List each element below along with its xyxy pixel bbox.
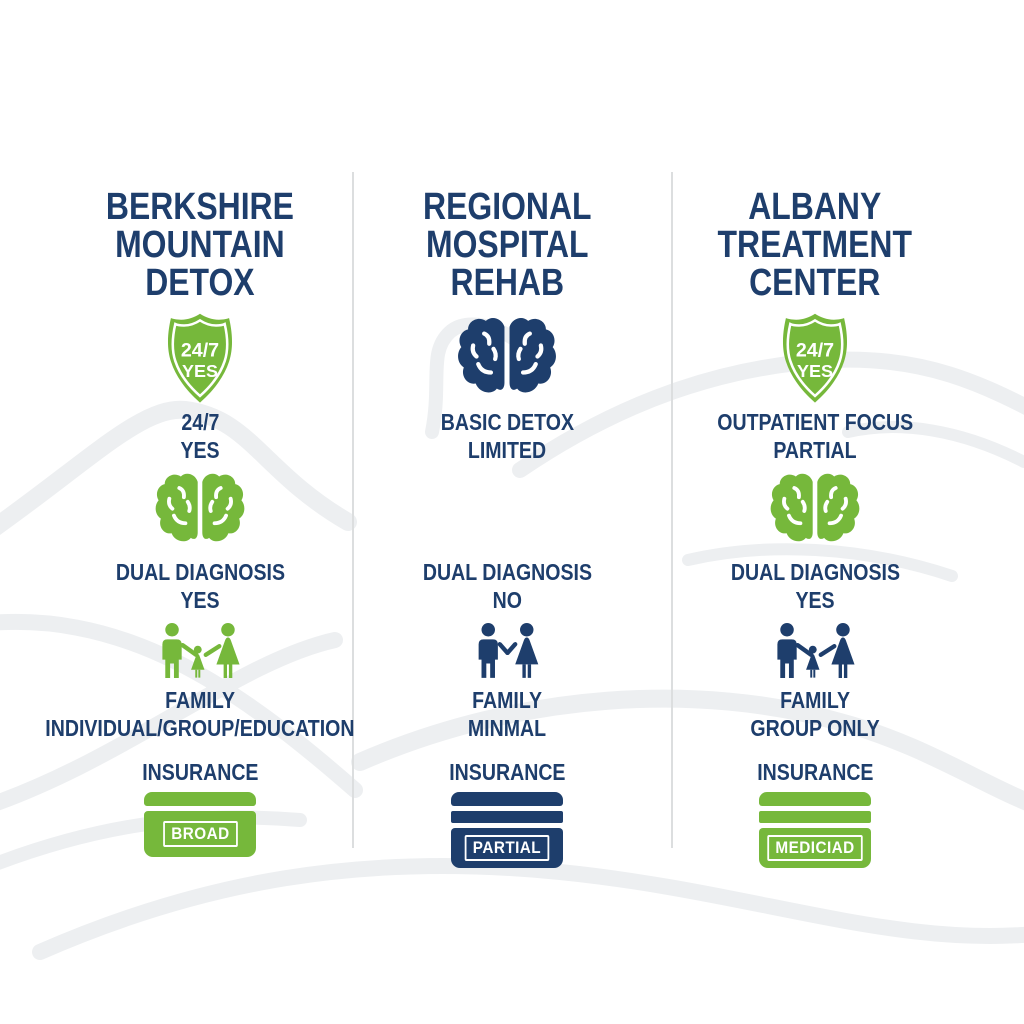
dual-diagnosis-icon-slot: [769, 464, 861, 558]
family-icon-slot: [469, 614, 546, 686]
column-divider-right: [671, 172, 673, 848]
facility-title: REGIONAL MOSPITAL REHAB: [407, 188, 608, 302]
family-value: MINMAL: [467, 715, 547, 741]
availability-value: LIMITED: [467, 437, 547, 463]
column-regional-hospital-rehab: REGIONAL MOSPITAL REHAB BASIC DETOX LIMI…: [357, 188, 657, 872]
dual-diagnosis-label: DUAL DIAGNOSIS: [115, 559, 285, 585]
insurance-label: INSURANCE: [448, 759, 566, 785]
family-label: FAMILY: [165, 687, 235, 713]
dual-diagnosis-label: DUAL DIAGNOSIS: [422, 559, 592, 585]
card-stripe: [144, 792, 256, 806]
insurance-value: MEDICIAD: [767, 835, 863, 861]
title-line: MOSPITAL: [425, 224, 589, 266]
availability-icon-slot: [456, 310, 558, 408]
insurance-card-icon: BROAD: [144, 792, 256, 857]
availability-icon-slot: 24/7 YES: [772, 310, 858, 408]
dual-diagnosis-value: YES: [180, 587, 220, 613]
insurance-card-slot: MEDICIAD: [759, 788, 871, 872]
title-line: REGIONAL: [422, 186, 592, 228]
title-line: ALBANY: [748, 186, 882, 228]
availability-value: YES: [180, 437, 220, 463]
shield-line2: YES: [797, 361, 833, 381]
family-three-figures-icon: [777, 623, 855, 678]
title-line: BERKSHIRE: [105, 186, 295, 228]
insurance-card-slot: BROAD: [144, 788, 256, 872]
brain-icon: [154, 471, 246, 544]
facility-title: BERKSHIRE MOUNTAIN DETOX: [88, 188, 312, 302]
availability-label: 24/7: [180, 409, 220, 435]
title-line: DETOX: [145, 262, 255, 304]
brain-icon: [769, 471, 861, 544]
card-body: MEDICIAD: [759, 828, 871, 868]
title-line: CENTER: [749, 262, 881, 304]
insurance-label: INSURANCE: [141, 759, 259, 785]
column-divider-left: [352, 172, 354, 848]
insurance-label: INSURANCE: [756, 759, 874, 785]
shield-line2: YES: [182, 361, 218, 381]
shield-line1: 24/7: [796, 339, 834, 361]
title-line: TREATMENT: [717, 224, 913, 266]
family-value: INDIVIDUAL/GROUP/EDUCATION: [45, 715, 355, 741]
insurance-card-icon: PARTIAL: [451, 792, 563, 868]
dual-diagnosis-label: DUAL DIAGNOSIS: [730, 559, 900, 585]
shield-24-7-icon: 24/7 YES: [166, 312, 234, 405]
family-value: GROUP ONLY: [750, 715, 880, 741]
dual-diagnosis-value: NO: [492, 587, 522, 613]
title-line: MOUNTAIN: [115, 224, 285, 266]
facility-title: ALBANY TREATMENT CENTER: [699, 188, 931, 302]
card-body: PARTIAL: [451, 828, 563, 868]
title-line: REHAB: [450, 262, 564, 304]
card-stripe: [759, 792, 871, 806]
shield-24-7-icon: 24/7 YES: [781, 312, 849, 405]
insurance-value: PARTIAL: [464, 835, 550, 861]
column-albany-treatment-center: ALBANY TREATMENT CENTER 24/7 YES OUTPATI…: [665, 188, 965, 872]
dual-diagnosis-icon-slot: [154, 464, 246, 558]
family-label: FAMILY: [780, 687, 850, 713]
family-icon-slot: [761, 614, 869, 686]
brain-icon: [456, 315, 558, 403]
shield-line1: 24/7: [181, 339, 219, 361]
dual-diagnosis-value: YES: [795, 587, 835, 613]
availability-label: OUTPATIENT FOCUS: [717, 409, 913, 435]
card-stripe: [451, 792, 563, 806]
insurance-value: BROAD: [162, 821, 238, 847]
column-berkshire-mountain-detox: BERKSHIRE MOUNTAIN DETOX 24/7 YES 24/7 Y…: [45, 188, 355, 872]
family-three-figures-icon: [162, 623, 240, 678]
family-label: FAMILY: [472, 687, 542, 713]
insurance-card-icon: MEDICIAD: [759, 792, 871, 868]
family-two-figures-icon: [478, 623, 538, 678]
availability-value: PARTIAL: [773, 437, 857, 463]
availability-icon-slot: 24/7 YES: [157, 310, 243, 408]
card-magnetic-band: [759, 811, 871, 823]
family-icon-slot: [146, 614, 254, 686]
card-body: BROAD: [144, 811, 256, 857]
insurance-card-slot: PARTIAL: [451, 788, 563, 872]
availability-label: BASIC DETOX: [440, 409, 574, 435]
card-magnetic-band: [451, 811, 563, 823]
